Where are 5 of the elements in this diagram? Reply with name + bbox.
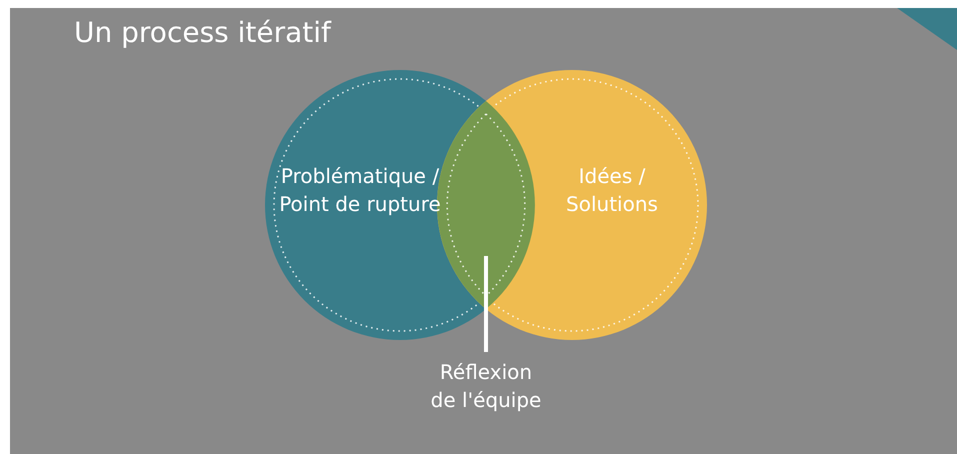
- title: Un process itératif: [74, 16, 331, 49]
- leader-line: [484, 256, 488, 352]
- caption-text: Réflexion de l'équipe: [430, 359, 542, 414]
- circle-label: Idées / Solutions: [565, 163, 659, 218]
- circle-label: Problématique / Point de rupture: [278, 163, 442, 218]
